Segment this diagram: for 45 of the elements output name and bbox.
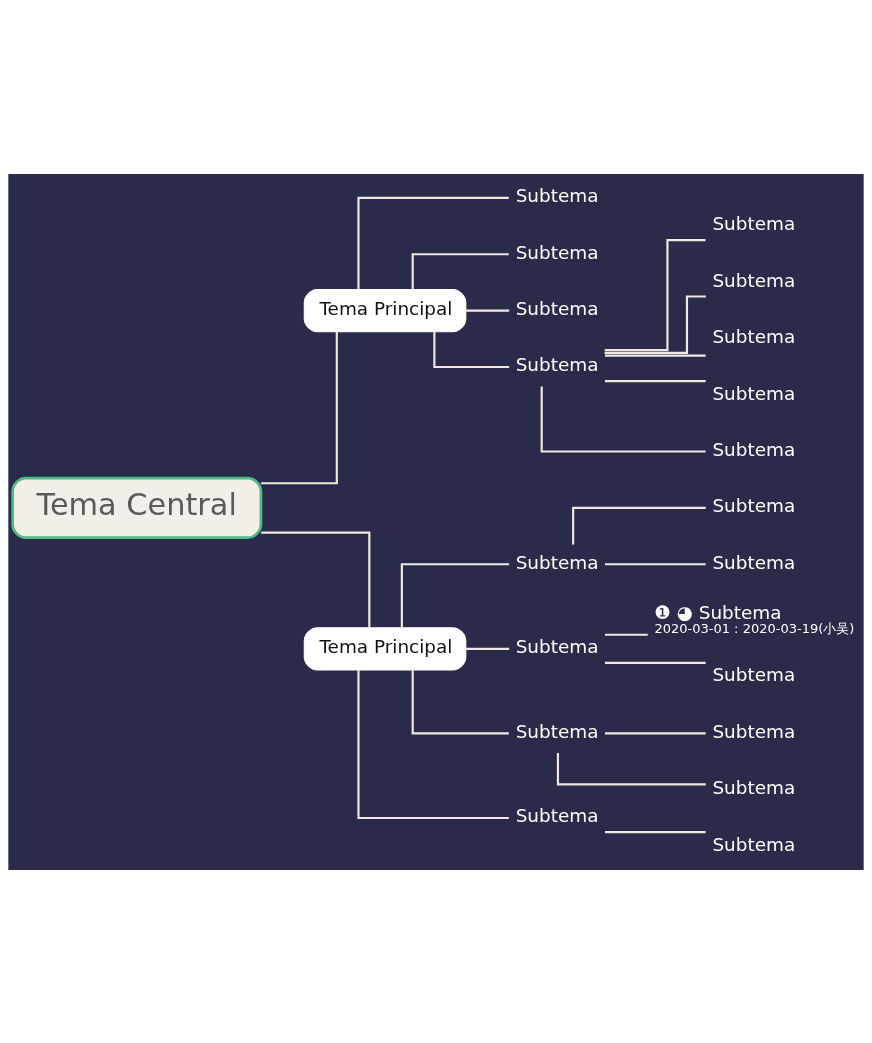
node-text: Subtema [515, 184, 599, 206]
connector [572, 506, 706, 545]
node-text: Subtema [712, 776, 796, 798]
node-text: Subtema [515, 551, 599, 573]
node-box: Tema Principal [303, 288, 467, 332]
connector [605, 633, 648, 636]
connector [357, 196, 509, 289]
connector [357, 669, 509, 819]
connector [540, 386, 706, 453]
connector [465, 309, 510, 312]
connector [556, 752, 706, 785]
connector [261, 331, 338, 484]
node-text: Subtema [712, 382, 796, 404]
connector [604, 238, 706, 351]
node-box: Tema Central [11, 476, 263, 539]
connector [465, 647, 510, 650]
node-text: ❶ ◕ Subtema 2020-03-01 : 2020-03-19(小吴) [654, 601, 855, 636]
node-text: Subtema [712, 438, 796, 460]
connector [411, 669, 509, 734]
node-box: Tema Principal [303, 626, 467, 670]
connector [605, 562, 706, 565]
node-text: Subtema [712, 494, 796, 516]
connector [604, 294, 706, 354]
connector [433, 331, 510, 368]
connector [605, 354, 706, 357]
node-text: Subtema [712, 325, 796, 347]
node-text: Subtema [712, 663, 796, 685]
node-text: Subtema [515, 353, 599, 375]
node-text: Subtema [515, 635, 599, 657]
node-text: Subtema [515, 720, 599, 742]
connector [605, 379, 706, 382]
node-text: Subtema [712, 551, 796, 573]
node-text: Subtema [712, 833, 796, 855]
connector [411, 252, 509, 289]
node-text: Subtema [515, 241, 599, 263]
node-text: Subtema [712, 269, 796, 291]
node-text: Subtema [515, 804, 599, 826]
connector [400, 562, 510, 627]
connector [605, 661, 706, 664]
node-text: Subtema [712, 212, 796, 234]
node-text: Subtema [712, 720, 796, 742]
node-text: Subtema [515, 297, 599, 319]
connector [605, 830, 706, 833]
connector [605, 731, 706, 734]
connector [261, 531, 371, 627]
